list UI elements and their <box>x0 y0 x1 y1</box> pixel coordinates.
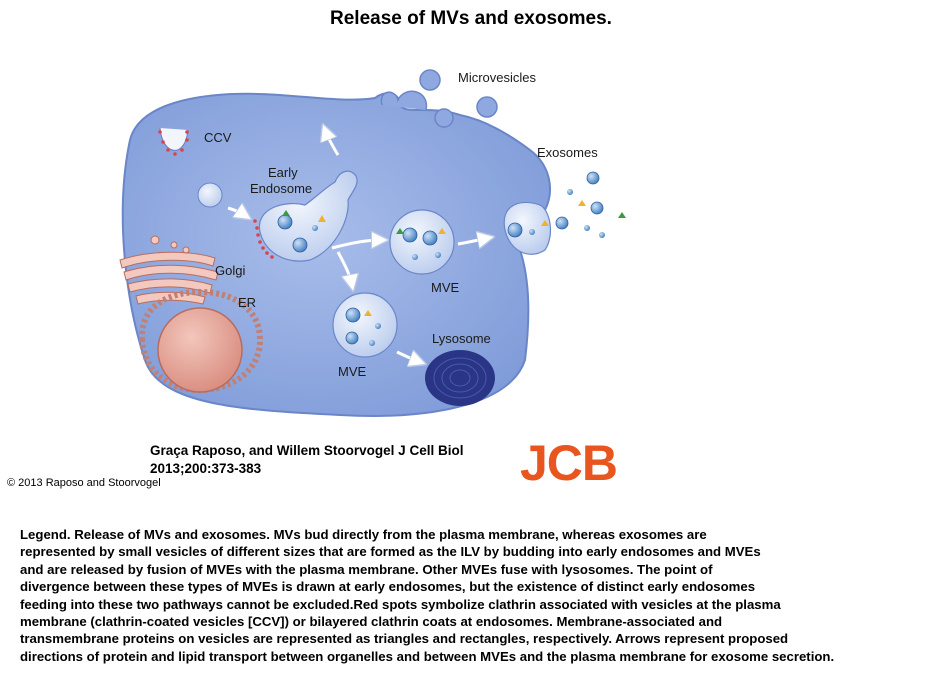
jcb-logo: JCB <box>520 435 618 491</box>
legend-line: divergence between these types of MVEs i… <box>20 579 756 595</box>
label-exosomes: Exosomes <box>537 145 598 160</box>
mve-bottom <box>332 292 398 358</box>
released-exosomes <box>555 171 626 238</box>
legend-line: transmembrane proteins on vesicles are r… <box>20 631 789 647</box>
label-mve-top: MVE <box>431 280 460 295</box>
label-mve-bottom: MVE <box>338 364 367 379</box>
citation-line-1: Graça Raposo, and Willem Stoorvogel J Ce… <box>150 443 464 458</box>
copyright: © 2013 Raposo and Stoorvogel <box>7 477 161 489</box>
legend-line: directions of protein and lipid transpor… <box>20 648 835 664</box>
label-er: ER <box>238 295 256 310</box>
ccv-group <box>158 127 223 208</box>
legend-line: membrane (clathrin-coated vesicles [CCV]… <box>20 613 723 629</box>
label-golgi: Golgi <box>215 263 245 278</box>
cell-diagram: Microvesicles CCV Early Endosome Exosome… <box>100 60 660 430</box>
label-early-endosome-1: Early <box>268 165 298 180</box>
label-ccv: CCV <box>204 130 232 145</box>
microvesicles-group <box>380 69 498 128</box>
label-microvesicles: Microvesicles <box>458 70 537 85</box>
early-endosome <box>253 170 358 262</box>
figure-title: Release of MVs and exosomes. <box>330 8 612 29</box>
microvesicle <box>476 96 498 118</box>
legend-line: feeding into these two pathways cannot b… <box>20 596 781 612</box>
legend-line: Legend. Release of MVs and exosomes. MVs… <box>20 527 707 542</box>
legend-line: represented by small vesicles of differe… <box>20 544 761 560</box>
legend-line: and are released by fusion of MVEs with … <box>20 561 713 577</box>
lysosome <box>425 350 495 406</box>
legend-text: Legend. Release of MVs and exosomes. MVs… <box>20 526 935 665</box>
citation-line-2: 2013;200:373-383 <box>150 461 262 476</box>
nucleus <box>157 307 243 393</box>
mve-fusing <box>503 201 552 255</box>
er-nucleus <box>138 288 264 394</box>
mve-top <box>389 209 455 275</box>
citation: Graça Raposo, and Willem Stoorvogel J Ce… <box>150 442 463 478</box>
label-early-endosome-2: Endosome <box>250 181 312 196</box>
microvesicle <box>434 108 454 128</box>
microvesicle <box>419 69 441 91</box>
cell-diagram-svg: Microvesicles CCV Early Endosome Exosome… <box>119 69 626 417</box>
ccv-vesicle <box>197 182 223 208</box>
transport-arrows <box>227 130 488 362</box>
golgi <box>119 235 219 305</box>
label-lysosome: Lysosome <box>432 331 491 346</box>
